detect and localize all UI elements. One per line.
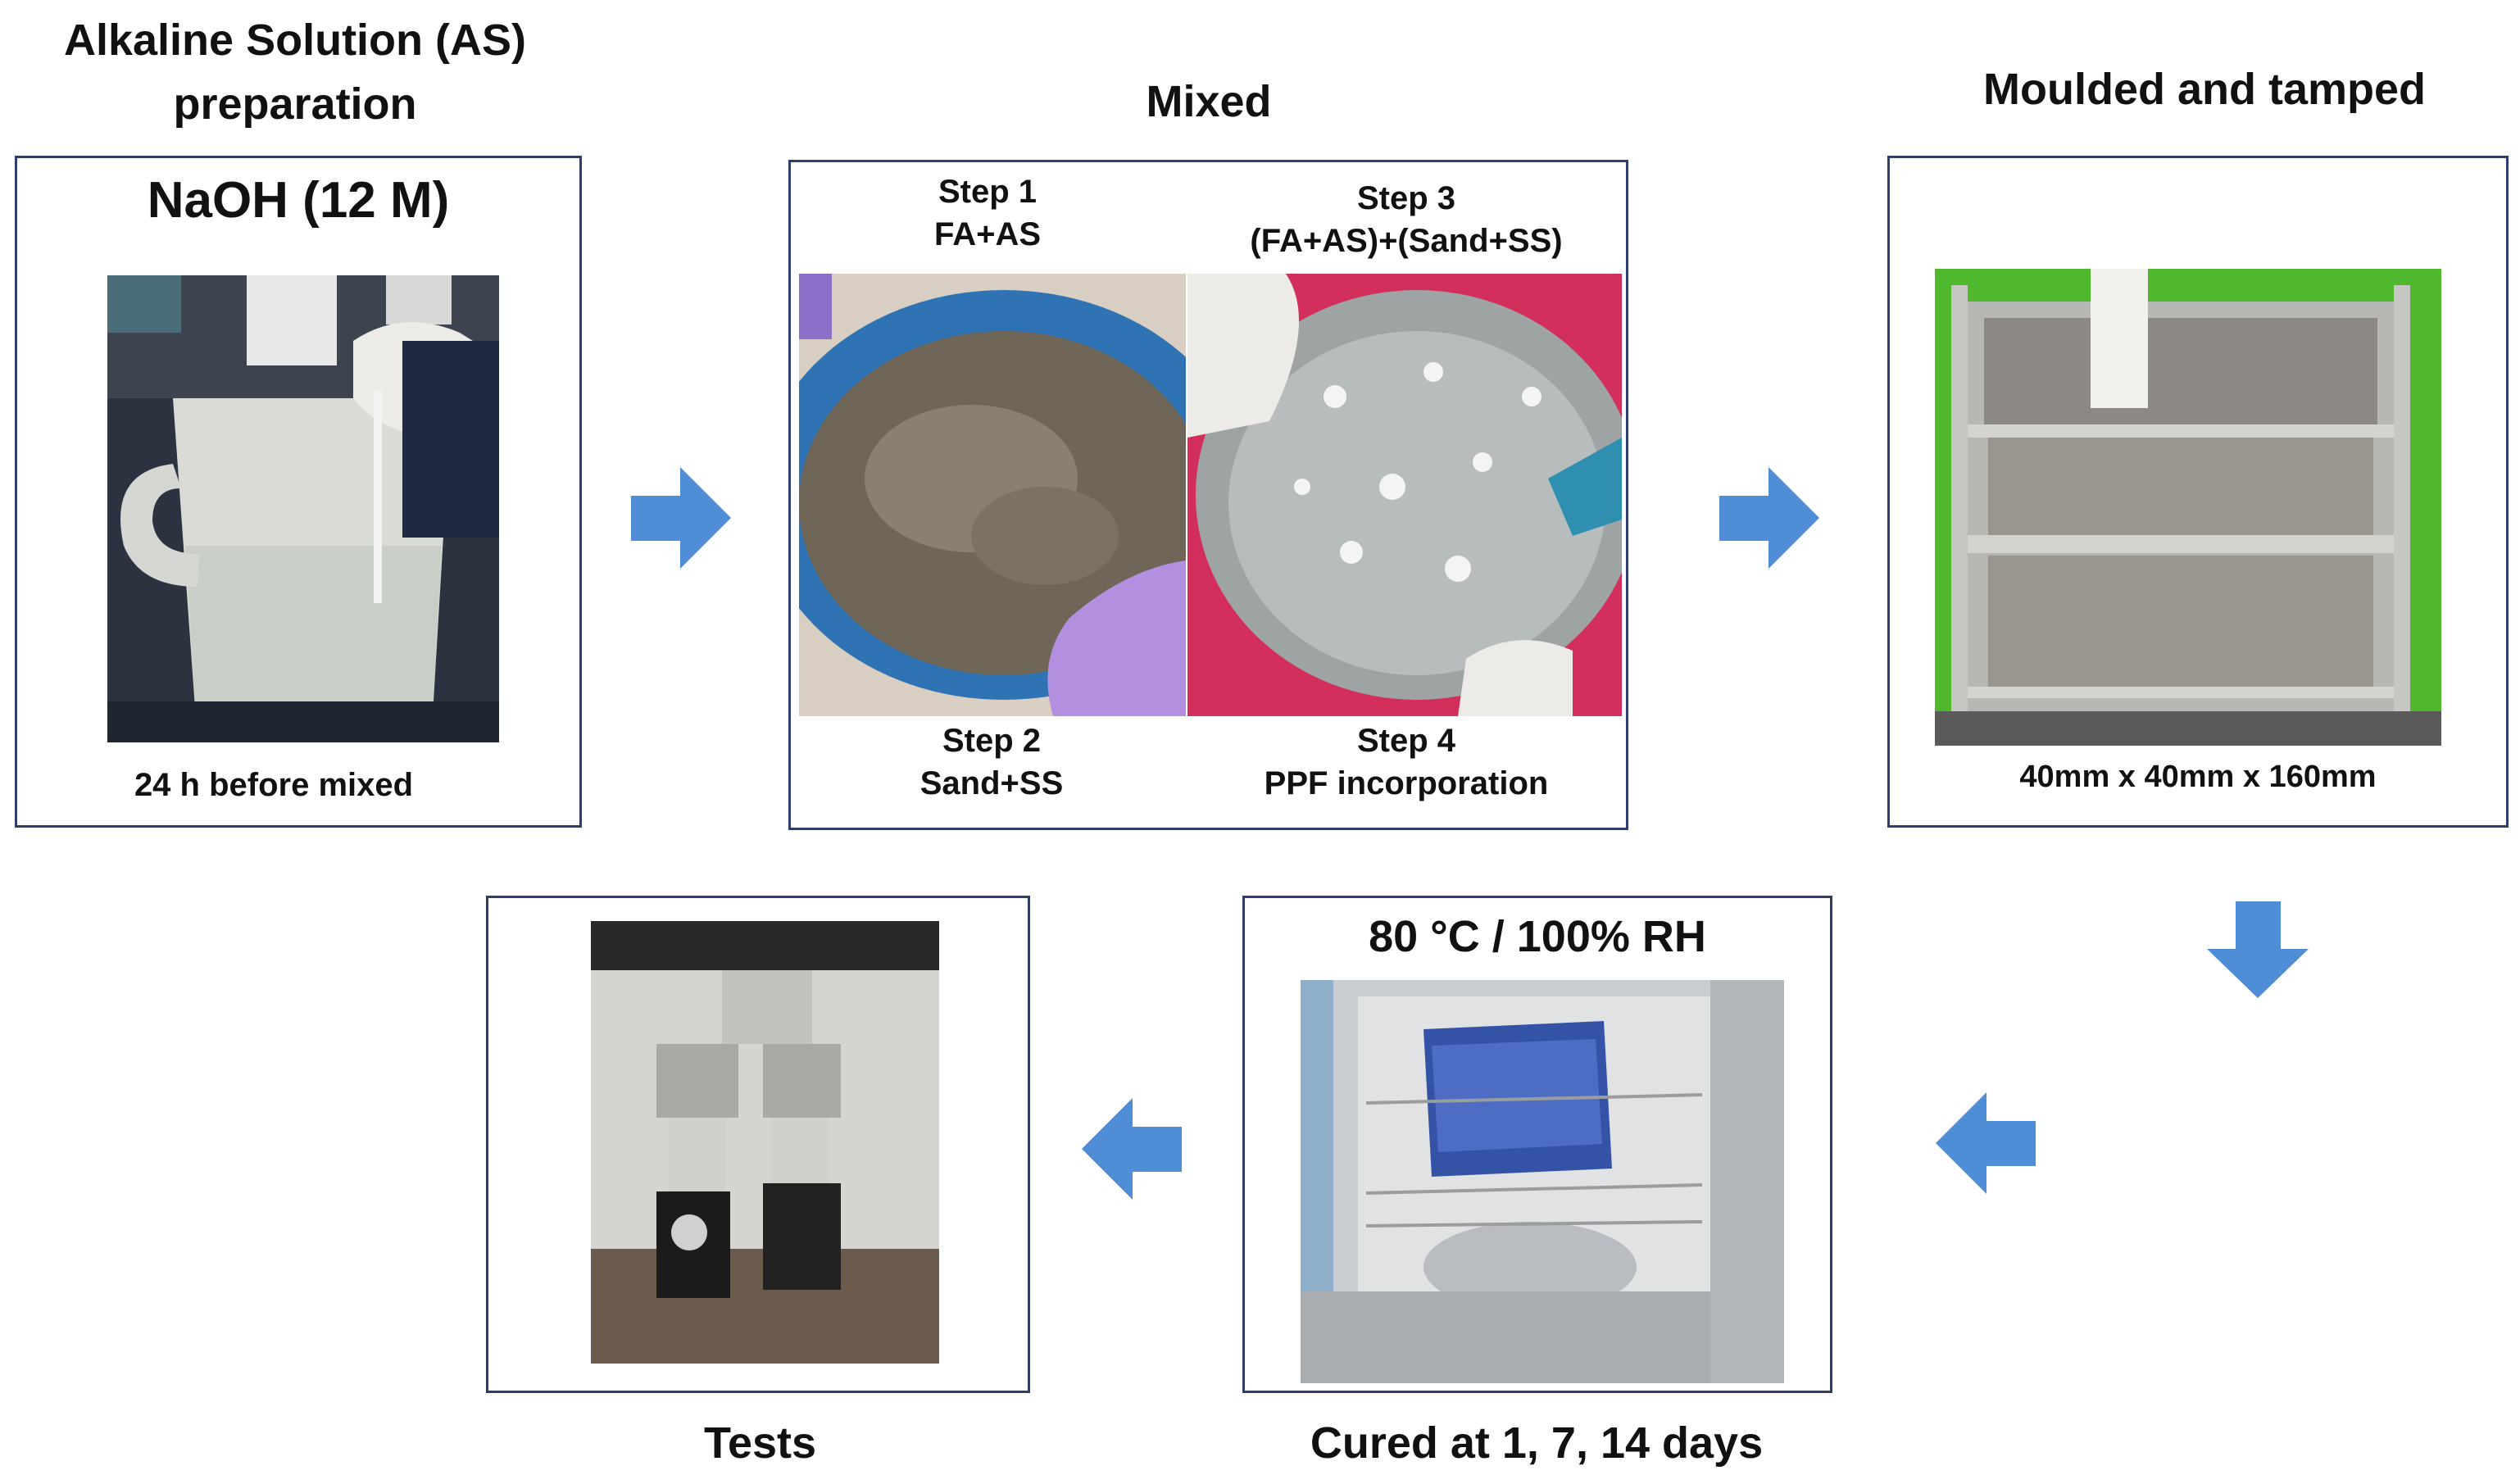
step2-label: Step 2 Sand+SS xyxy=(919,723,1064,801)
panel-curing: 80 °C / 100% RH xyxy=(1242,896,1832,1393)
heading-cured: Cured at 1, 7, 14 days xyxy=(1310,1418,1764,1468)
test-machine-photo xyxy=(591,921,939,1364)
naoh-beaker-photo xyxy=(107,275,499,742)
arrow-right-icon xyxy=(1719,467,1819,569)
arrow-left-icon xyxy=(1082,1098,1182,1200)
panel-tests xyxy=(486,896,1030,1393)
curing-conditions: 80 °C / 100% RH xyxy=(1369,912,1706,961)
arrow-right-icon xyxy=(631,467,731,569)
naoh-title: NaOH (12 M) xyxy=(147,172,450,229)
panel-alkaline-solution: NaOH (12 M) 24 h before mixed xyxy=(15,156,582,828)
mould-dimensions: 40mm x 40mm x 160mm xyxy=(2019,760,2377,794)
step4-label: Step 4 PPF incorporation xyxy=(1264,723,1549,801)
step1-label: Step 1 FA+AS xyxy=(933,174,1042,252)
heading-mixed: Mixed xyxy=(1146,77,1272,126)
step3-step4-photo xyxy=(1187,274,1622,716)
arrow-down-icon xyxy=(2207,901,2309,998)
step1-step2-photo xyxy=(799,274,1186,716)
heading-tests: Tests xyxy=(703,1418,817,1468)
naoh-caption: 24 h before mixed xyxy=(134,767,414,803)
step3-label: Step 3 (FA+AS)+(Sand+SS) xyxy=(1250,180,1563,259)
mould-photo xyxy=(1935,269,2441,746)
heading-moulded: Moulded and tamped xyxy=(1983,65,2426,114)
arrow-left-icon xyxy=(1936,1092,2036,1194)
panel-mixed: Step 1 FA+AS Step 3 (FA+AS)+(Sand+SS) xyxy=(788,160,1628,830)
oven-photo xyxy=(1301,980,1784,1383)
panel-moulded: 40mm x 40mm x 160mm xyxy=(1887,156,2509,828)
heading-alkaline-solution: Alkaline Solution (AS) preparation xyxy=(63,16,527,129)
